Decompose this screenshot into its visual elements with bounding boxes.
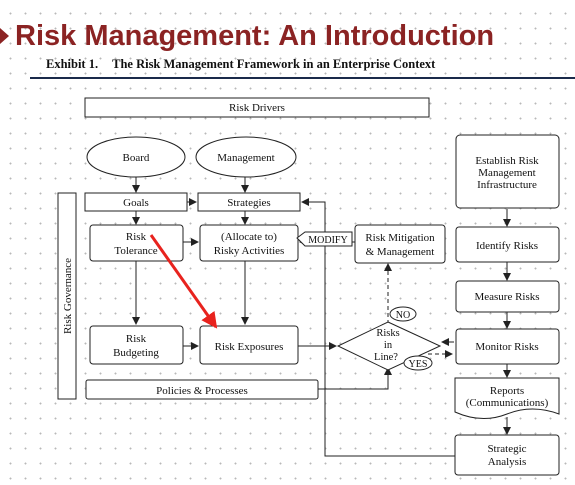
allocate-label-2: Risky Activities	[214, 245, 285, 257]
establish-infrastructure-box	[455, 134, 560, 209]
yes-label: YES	[409, 359, 428, 370]
identify-risks-label: Identify Risks	[476, 240, 538, 252]
reports-label-1: Reports	[490, 385, 524, 397]
strategies-label: Strategies	[227, 197, 270, 209]
allocate-box	[199, 224, 299, 262]
exhibit-title: The Risk Management Framework in an Ente…	[112, 57, 436, 71]
management-ellipse	[195, 136, 297, 178]
establish-label-3: Infrastructure	[477, 179, 537, 191]
risks-in-line-diamond	[336, 321, 442, 371]
red-pointer-arrow-icon	[149, 234, 218, 329]
diagram-connectors	[132, 177, 511, 457]
risk-mitigation-label-2: & Management	[366, 246, 435, 258]
establish-label-1: Establish Risk	[475, 155, 539, 167]
monitor-risks-label: Monitor Risks	[475, 341, 538, 353]
monitor-risks-box	[455, 328, 560, 365]
establish-label-2: Management	[478, 167, 535, 179]
exhibit-caption: Exhibit 1. The Risk Management Framework …	[46, 57, 435, 72]
modify-tag	[296, 231, 353, 247]
board-label: Board	[123, 152, 150, 164]
risk-governance-bar	[57, 192, 77, 400]
risk-tolerance-box	[89, 224, 184, 262]
risks-in-line-label-1: Risks	[376, 328, 399, 339]
yes-badge	[403, 355, 433, 371]
risks-in-line-label-3: Line?	[374, 352, 398, 363]
risk-budgeting-label-2: Budgeting	[113, 347, 159, 359]
risk-exposures-label: Risk Exposures	[215, 341, 284, 353]
measure-risks-box	[455, 280, 560, 313]
identify-risks-box	[455, 226, 560, 263]
strategic-analysis-label-2: Analysis	[488, 456, 527, 468]
management-label: Management	[217, 152, 274, 164]
risk-drivers-label: Risk Drivers	[229, 102, 285, 114]
strategic-analysis-label-1: Strategic	[487, 443, 526, 455]
reports-label-2: (Communications)	[466, 397, 549, 409]
no-badge	[389, 306, 417, 322]
title-divider	[30, 77, 575, 79]
triangle-bullet-icon	[0, 28, 9, 44]
risk-governance-label: Risk Governance	[62, 258, 74, 334]
risk-mitigation-label-1: Risk Mitigation	[365, 232, 435, 244]
no-label: NO	[396, 310, 410, 321]
risk-tolerance-label-2: Tolerance	[114, 245, 157, 257]
risk-budgeting-box	[89, 325, 184, 365]
risk-tolerance-label-1: Risk	[126, 231, 147, 243]
modify-label: MODIFY	[308, 235, 347, 246]
policies-box	[85, 379, 319, 400]
strategies-box	[197, 192, 301, 212]
risks-in-line-label-2: in	[384, 340, 393, 351]
exhibit-label: Exhibit 1.	[46, 57, 99, 71]
slide-title: Risk Management: An Introduction	[15, 20, 495, 52]
policies-label: Policies & Processes	[156, 385, 248, 397]
strategic-analysis-box	[454, 434, 560, 476]
allocate-label-1: (Allocate to)	[221, 231, 277, 243]
risk-exposures-box	[199, 325, 299, 365]
reports-document	[454, 377, 560, 419]
risk-budgeting-label-1: Risk	[126, 333, 147, 345]
risk-drivers-box	[84, 97, 430, 118]
goals-label: Goals	[123, 197, 149, 209]
board-ellipse	[86, 136, 186, 178]
goals-box	[84, 192, 188, 212]
risk-mitigation-box	[354, 224, 446, 264]
measure-risks-label: Measure Risks	[474, 291, 539, 303]
